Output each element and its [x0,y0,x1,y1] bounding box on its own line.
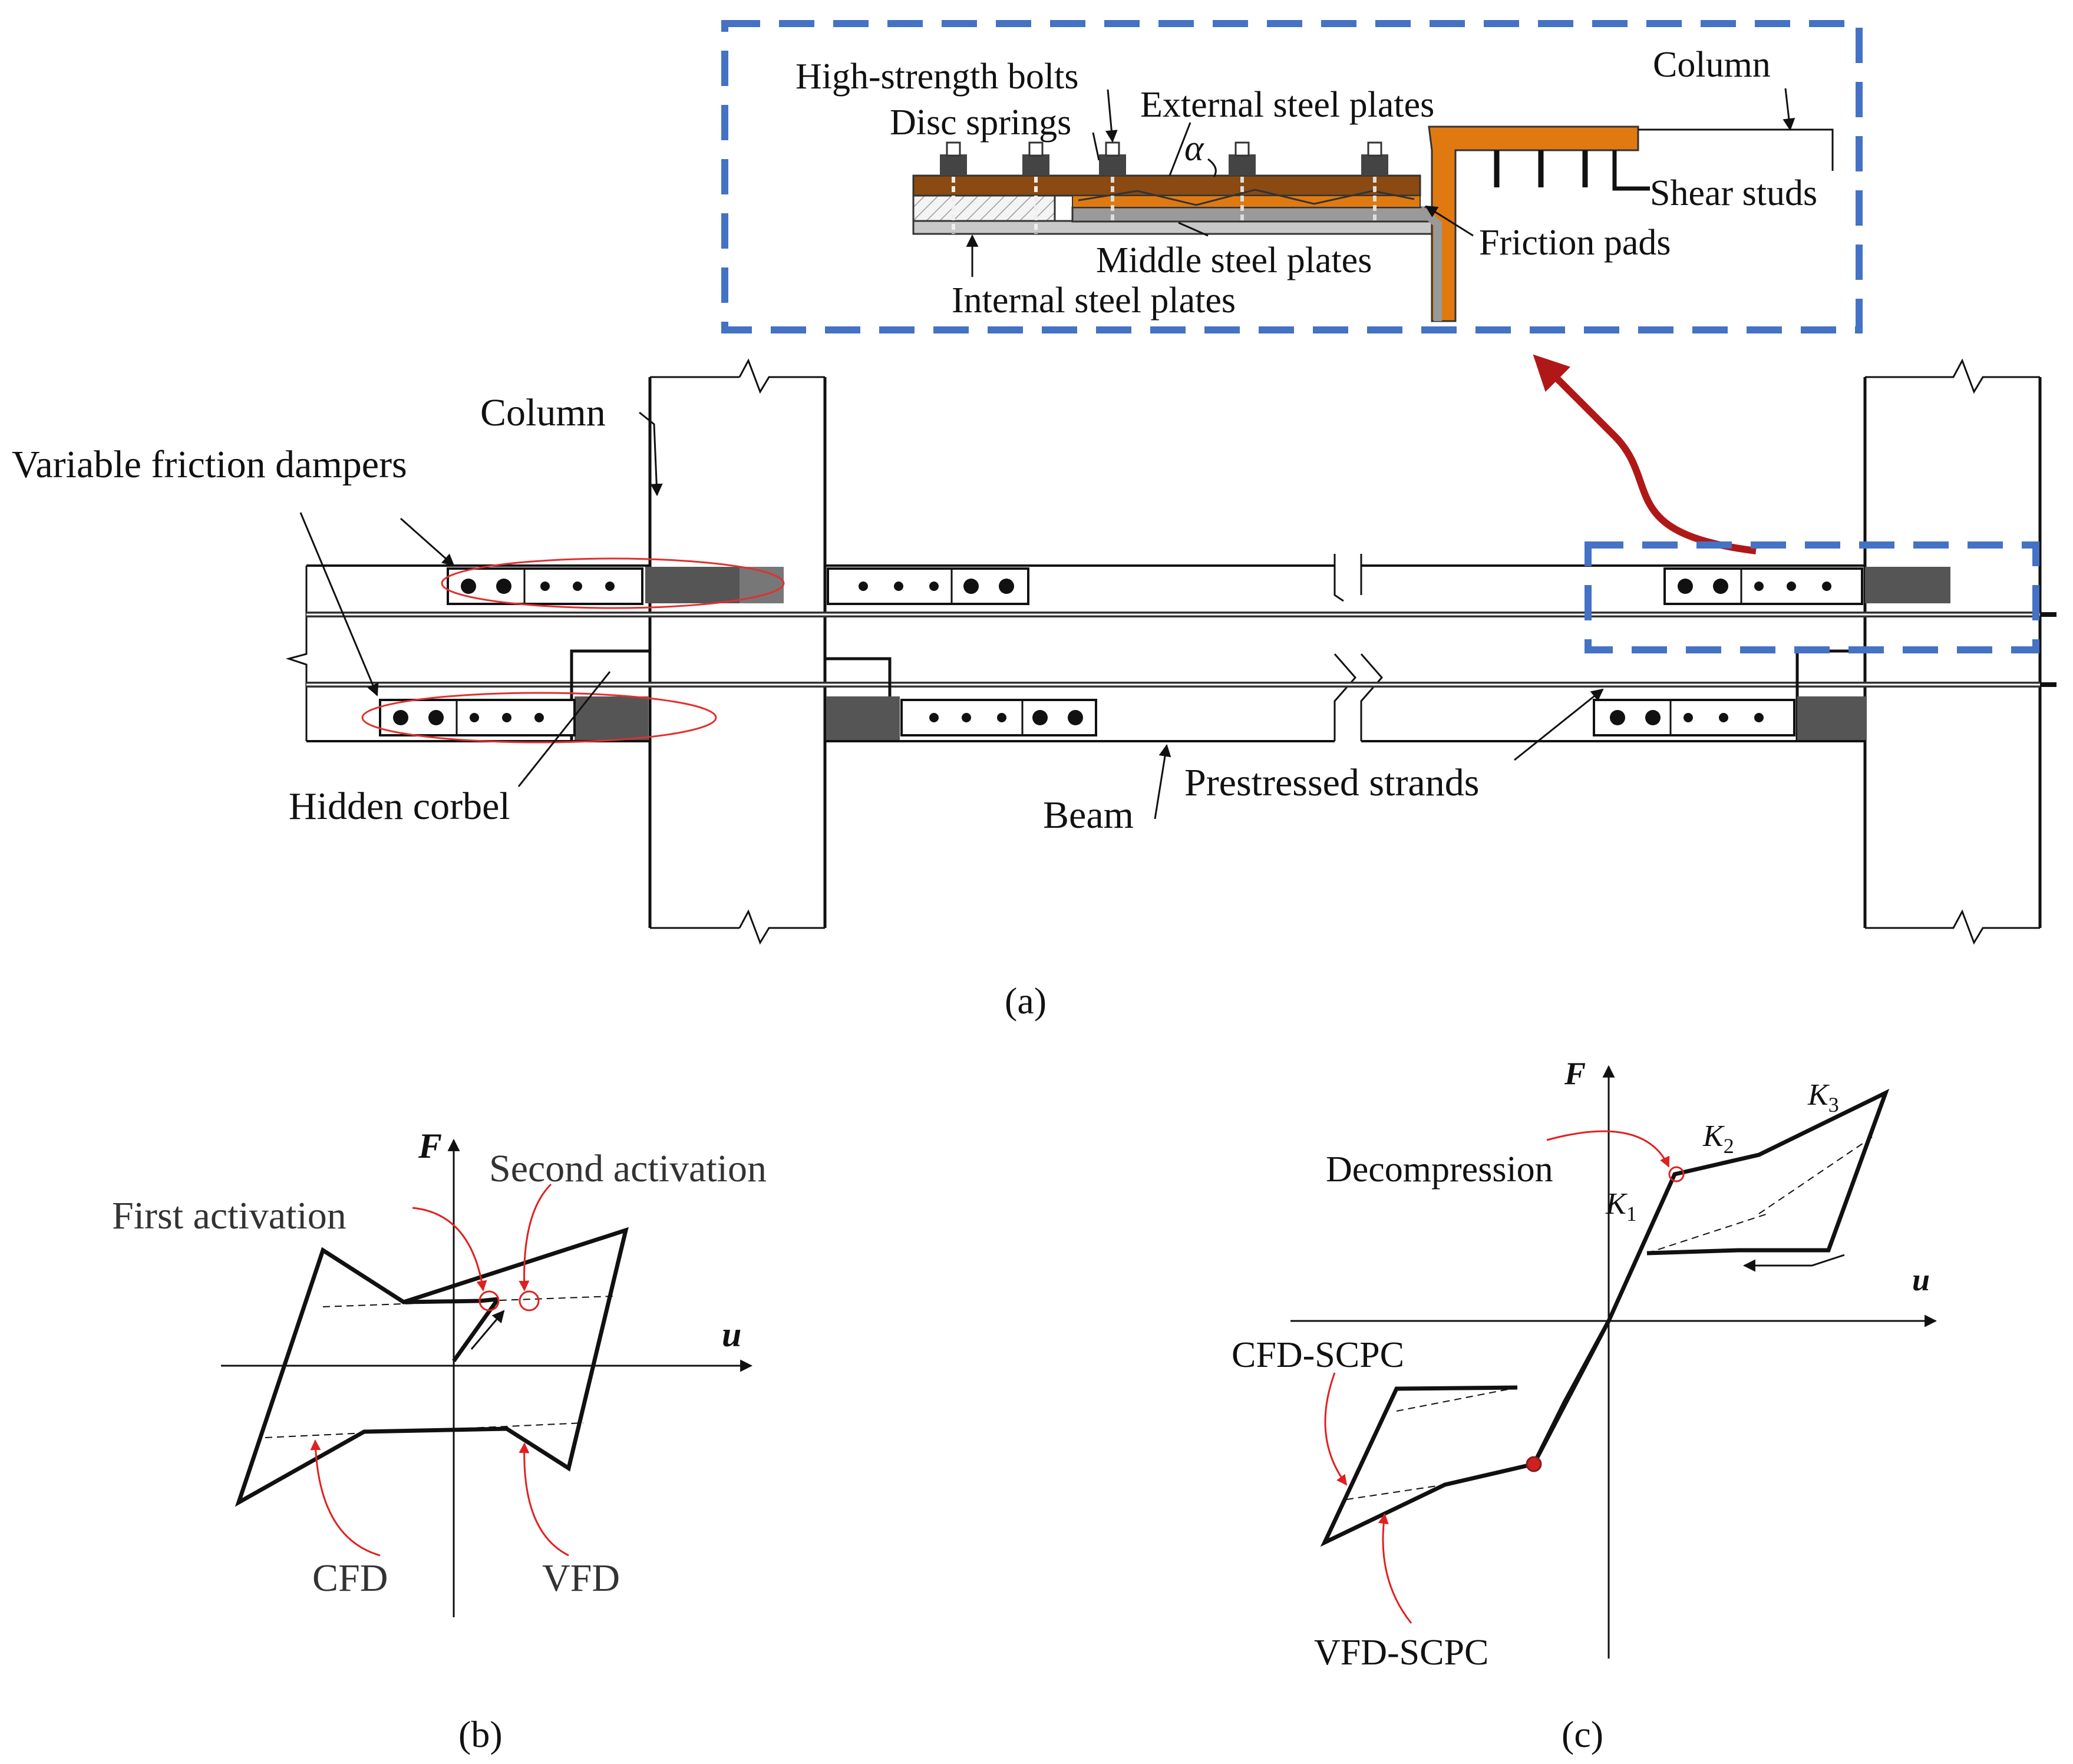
label-beam: Beam [1043,794,1134,837]
detail-view: High-strength bolts Disc springs Externa… [721,20,1863,333]
lower-decompression-marker [1526,1456,1542,1472]
dashed-upper-b [322,1296,613,1307]
caption-c: (c) [1562,1713,1603,1755]
elevation-view [285,358,2057,945]
decompression-arrow [1546,1130,1670,1168]
leader-middle [1178,222,1209,237]
label-cfd-scpc: CFD-SCPC [1232,1335,1404,1375]
leader-column-arrow [1782,88,1795,131]
dashed-upper-c2 [1646,1213,1768,1254]
leader-bolts [1105,89,1118,143]
label-high-strength-bolts: High-strength bolts [795,57,1078,97]
loading-arrow-b [470,1310,505,1350]
damper-left-bottom [379,699,576,736]
leader-external [1168,122,1191,176]
panel-b: F u First activation Second activation C… [112,1127,767,1755]
cfd-scpc-arrow [1324,1372,1348,1486]
label-shear-studs: Shear studs [1650,173,1817,213]
dashed-lower-b [265,1422,584,1438]
second-activation-marker [519,1290,540,1312]
first-activation-marker [478,1290,500,1312]
middle-steel-plate [1071,206,1433,223]
initial-loading-b [452,1297,500,1363]
label-variable-friction-dampers: Variable friction dampers [12,443,407,486]
label-first-activation: First activation [112,1194,346,1237]
highlight-ellipse-top [441,557,785,609]
external-steel-plate [912,174,1421,197]
dark-blocks [575,567,1950,740]
unloading-arrow-c [1742,1254,1845,1272]
label-internal-steel-plates: Internal steel plates [952,280,1236,321]
leader-disc [1092,132,1100,161]
damper-mid-top [827,567,1029,605]
column-end-plate [1428,125,1639,322]
label-vfd: VFD [542,1557,620,1600]
zoom-arrow [1533,354,1757,554]
label-external-steel-plates: External steel plates [1140,85,1434,125]
leader-column-detail [1638,128,1834,171]
axis-label-u-b: u [722,1315,741,1354]
caption-a: (a) [1005,980,1047,1022]
label-decompression: Decompression [1326,1149,1553,1190]
label-hidden-corbel: Hidden corbel [289,785,510,828]
hatched-filler [912,193,1056,222]
panel-c: F u Decompression K1 K2 K3 CFD-SCPC VFD-… [1232,1056,1937,1755]
label-disc-springs: Disc springs [890,103,1071,143]
label-k2: K2 [1702,1119,1734,1158]
zoom-region-box [1585,541,2039,653]
label-vfd-scpc: VFD-SCPC [1314,1633,1488,1673]
leader-friction-pads [1425,205,1474,237]
second-activation-arrow [519,1183,552,1291]
label-cfd: CFD [312,1557,388,1600]
label-column-main: Column [480,391,606,434]
dashed-lower-c2 [1346,1484,1445,1500]
cfd-arrow [310,1439,381,1557]
damper-right-top [1663,567,1863,605]
damper-mid-bottom [900,699,1097,736]
first-activation-arrow [412,1207,487,1291]
highlight-ellipse-bottom [361,692,717,744]
leader-alpha [1207,158,1217,177]
label-friction-pads: Friction pads [1479,223,1671,263]
label-prestressed-strands: Prestressed strands [1184,761,1479,804]
flag-loop-lower [1320,1385,1534,1547]
detail-frame [721,20,1863,333]
flag-link-lower [1531,1320,1611,1465]
flag-loop-upper [1531,1089,1890,1465]
axis-label-u-c: u [1912,1262,1930,1297]
label-column-detail: Column [1653,45,1771,85]
dashed-lower-c [1396,1387,1518,1412]
bolt-group [940,141,1388,234]
label-k1: K1 [1605,1187,1637,1225]
caption-b: (b) [458,1713,503,1755]
label-second-activation: Second activation [489,1147,767,1190]
vfd-scpc-arrow [1378,1513,1412,1624]
shear-stud-leader [1612,150,1650,191]
elevation-leaders [299,411,1604,820]
label-k3: K3 [1807,1078,1839,1116]
axis-label-f-c: F [1564,1056,1586,1091]
damper-right-bottom [1593,699,1795,736]
vfd-arrow [519,1442,569,1557]
friction-pad-strip [1072,195,1421,208]
decompression-marker [1668,1166,1685,1182]
axis-label-f-b: F [418,1127,442,1165]
internal-steel-plate [912,220,1433,235]
label-middle-steel-plates: Middle steel plates [1096,240,1372,280]
label-alpha: α [1184,128,1204,169]
dampers [379,567,1863,736]
hysteresis-loop-b [235,1227,629,1507]
